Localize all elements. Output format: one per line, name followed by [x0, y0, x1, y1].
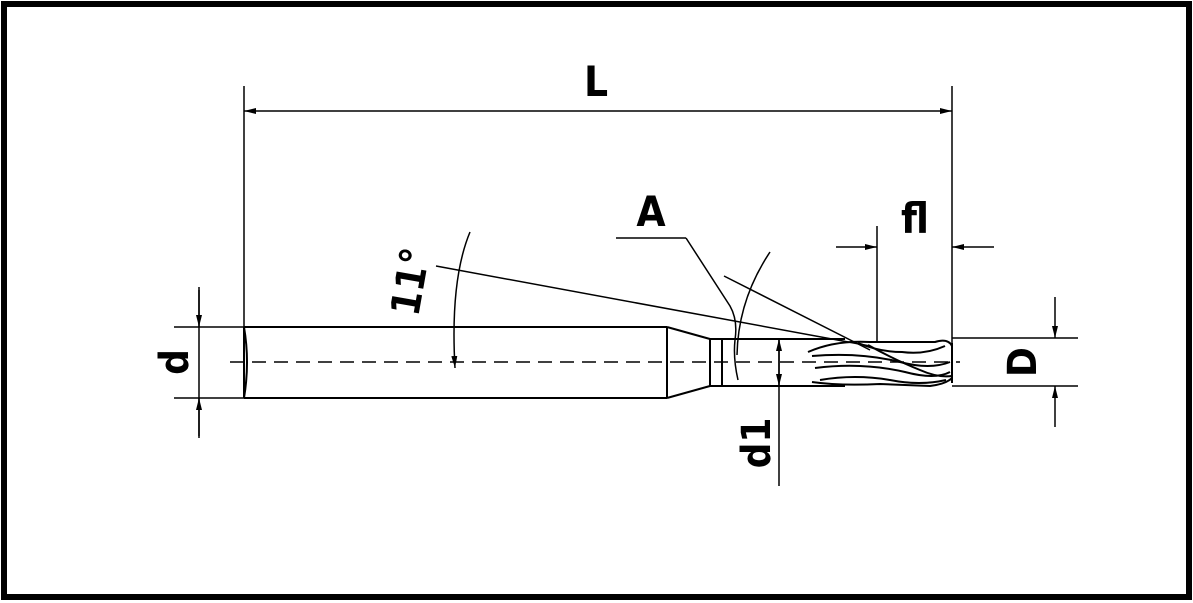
flute-helix-4 [867, 344, 953, 378]
leader-line [685, 237, 739, 381]
label-d: d [152, 349, 198, 375]
label-A: A [636, 187, 666, 236]
flute-outline-top [807, 339, 953, 353]
dimension-fl [836, 226, 994, 342]
angle-arc [451, 231, 471, 369]
label-L: L [584, 57, 608, 106]
flute-helix-3 [857, 342, 946, 354]
shank-chamfer [243, 326, 248, 399]
angle-leg-2 [723, 275, 871, 351]
label-D: D [1000, 347, 1046, 377]
dimension-d [174, 287, 244, 438]
flute-helix-1 [811, 353, 951, 367]
angle-arc-2 [736, 251, 771, 356]
end-mill-body [243, 326, 953, 399]
label-angle: 11° [383, 244, 440, 319]
angle-dimension [435, 231, 871, 369]
dimension-D [952, 297, 1078, 427]
flute-outline-bottom [811, 377, 953, 388]
detail-A-leader [616, 237, 739, 381]
label-fl: fl [901, 194, 929, 243]
label-d1: d1 [734, 418, 780, 469]
flute-helix-5 [819, 376, 947, 384]
taper-outline [666, 326, 711, 399]
angle-leg-1 [435, 265, 871, 347]
dimension-L [243, 86, 953, 343]
